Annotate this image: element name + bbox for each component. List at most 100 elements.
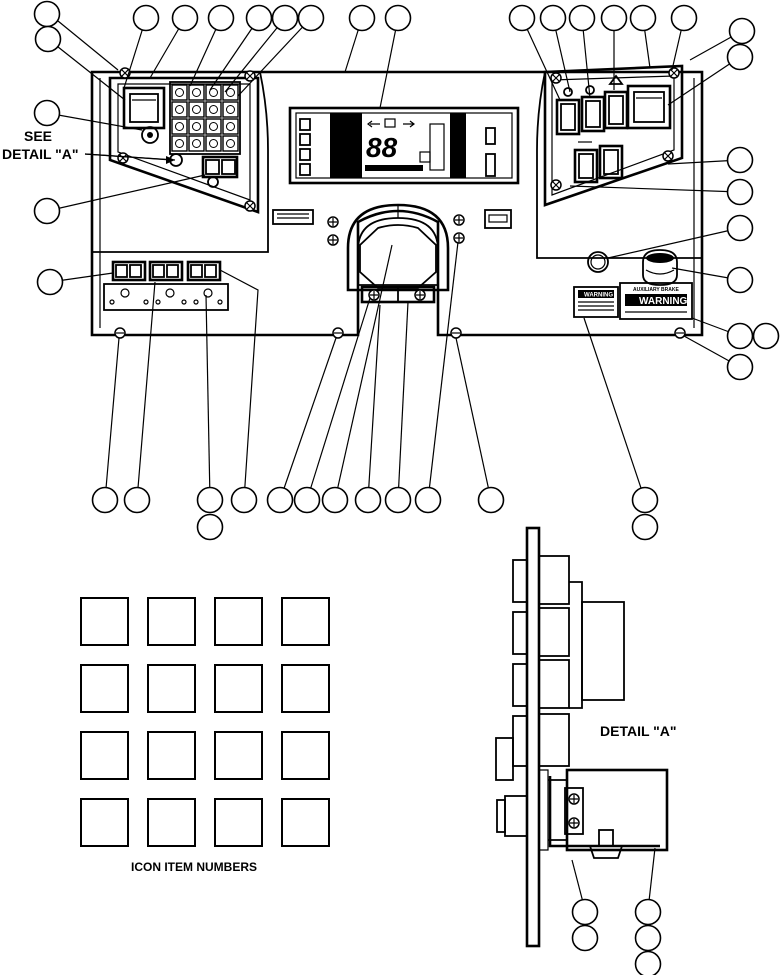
callout-balloon xyxy=(726,146,754,174)
switch-button xyxy=(188,118,205,135)
switch-symbol-icon xyxy=(175,88,184,97)
switch-button xyxy=(171,101,188,118)
switch-button xyxy=(171,84,188,101)
icon-item-box xyxy=(80,731,129,780)
callout-balloon xyxy=(245,4,273,32)
steering-column xyxy=(346,203,450,304)
switch-button xyxy=(205,84,222,101)
callout-balloon xyxy=(539,4,567,32)
panel-screws xyxy=(114,67,686,339)
screw-icon xyxy=(327,216,339,228)
switch-symbol-icon xyxy=(175,105,184,114)
main-panel xyxy=(90,70,704,337)
callout-balloon xyxy=(726,178,754,206)
switch-button xyxy=(222,101,239,118)
callout-balloon xyxy=(171,4,199,32)
callout-balloon xyxy=(670,4,698,32)
icon-item-box xyxy=(214,798,263,847)
callout-balloon xyxy=(634,924,662,952)
icon-item-box xyxy=(281,664,330,713)
icon-item-numbers-caption: ICON ITEM NUMBERS xyxy=(131,860,257,874)
callout-balloon xyxy=(726,266,754,294)
icon-item-box xyxy=(281,731,330,780)
screw-icon xyxy=(244,70,256,82)
callout-balloon xyxy=(132,4,160,32)
switch-button xyxy=(188,84,205,101)
switch-button xyxy=(222,135,239,152)
switch-symbol-icon xyxy=(226,105,235,114)
see-detail-label-line2: DETAIL "A" xyxy=(2,146,79,162)
icon-item-box xyxy=(281,798,330,847)
callout-balloon xyxy=(196,513,224,541)
bottom-left-switches xyxy=(103,260,229,311)
screw-icon xyxy=(662,150,674,162)
callout-balloon xyxy=(728,17,756,45)
switch-symbol-icon xyxy=(226,122,235,131)
right-housing-components xyxy=(555,74,672,184)
right-instrument-housing xyxy=(536,64,702,259)
callout-balloon xyxy=(266,486,294,514)
callout-balloon xyxy=(752,322,780,350)
icon-item-grid xyxy=(80,597,330,847)
callout-balloon xyxy=(91,486,119,514)
left-housing-lower xyxy=(169,153,239,188)
callout-balloon xyxy=(293,486,321,514)
screw-icon xyxy=(450,327,462,339)
switch-symbol-icon xyxy=(192,139,201,148)
callout-balloon xyxy=(33,197,61,225)
callout-balloon xyxy=(571,924,599,952)
icon-item-box xyxy=(147,664,196,713)
detail-a-label: DETAIL "A" xyxy=(600,723,677,739)
icon-item-box xyxy=(80,597,129,646)
callout-balloon xyxy=(36,268,64,296)
switch-button xyxy=(188,101,205,118)
callout-balloon xyxy=(348,4,376,32)
central-display xyxy=(288,106,520,185)
screw-icon xyxy=(453,214,465,226)
switch-button xyxy=(222,84,239,101)
callout-balloon xyxy=(33,0,61,28)
callout-balloon xyxy=(726,353,754,381)
icon-item-box xyxy=(214,731,263,780)
screw-icon xyxy=(453,232,465,244)
callout-balloon xyxy=(34,25,62,53)
callout-balloon xyxy=(414,486,442,514)
see-detail-leader xyxy=(84,153,176,161)
switch-symbol-icon xyxy=(209,122,218,131)
callout-balloon xyxy=(384,486,412,514)
callout-balloon xyxy=(477,486,505,514)
icon-item-box xyxy=(147,798,196,847)
callout-balloon xyxy=(33,99,61,127)
left-housing-components xyxy=(122,81,241,155)
switch-button xyxy=(222,118,239,135)
icon-item-box xyxy=(214,664,263,713)
icon-item-box xyxy=(214,597,263,646)
icon-item-box xyxy=(80,664,129,713)
callout-balloon xyxy=(207,4,235,32)
callout-balloon xyxy=(568,4,596,32)
callout-balloon xyxy=(631,513,659,541)
callout-balloon xyxy=(634,898,662,926)
switch-button xyxy=(171,135,188,152)
switch-button xyxy=(205,101,222,118)
callout-balloon xyxy=(384,4,412,32)
auxiliary-brake-text: AUXILIARY BRAKE xyxy=(633,287,680,293)
callout-balloon xyxy=(508,4,536,32)
screw-icon xyxy=(674,327,686,339)
switch-symbol-icon xyxy=(175,122,184,131)
icon-item-box xyxy=(281,597,330,646)
switch-symbol-icon xyxy=(192,105,201,114)
switch-symbol-icon xyxy=(226,139,235,148)
switch-button xyxy=(188,135,205,152)
callout-balloon xyxy=(629,4,657,32)
callout-balloon xyxy=(571,898,599,926)
screw-icon xyxy=(550,179,562,191)
callout-balloon xyxy=(321,486,349,514)
display-digits: 88 xyxy=(366,132,398,163)
icon-item-box xyxy=(147,731,196,780)
callout-balloon xyxy=(631,486,659,514)
screw-icon xyxy=(244,200,256,212)
screw-icon xyxy=(327,234,339,246)
switch-symbol-icon xyxy=(192,88,201,97)
